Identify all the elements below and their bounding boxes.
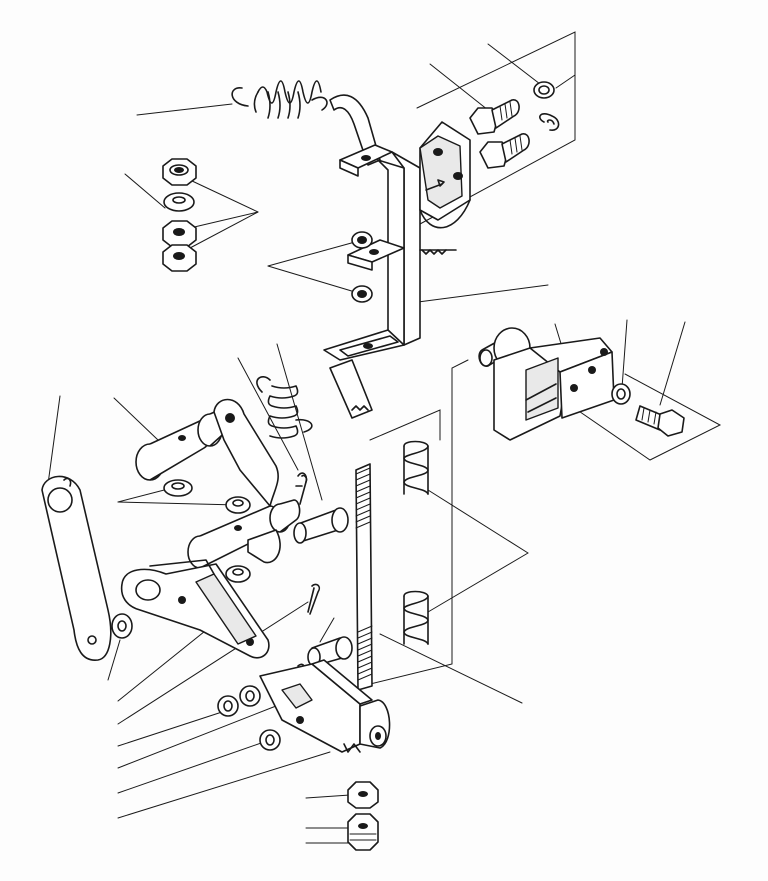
leader-line: [117, 751, 331, 819]
bottom-washers: [217, 685, 281, 751]
washer: [225, 496, 251, 514]
leader-line: [379, 633, 523, 704]
threaded-rod: [355, 463, 373, 691]
stepped-pins: [135, 405, 301, 569]
leader-line: [189, 179, 259, 213]
washer: [111, 613, 133, 639]
pad-washer: [351, 231, 373, 249]
washer: [163, 479, 193, 497]
right-bolt-and-washer: [611, 383, 685, 437]
leader-line: [237, 357, 299, 471]
hex-nut: [162, 220, 197, 248]
hex-nut-stack-upper: [162, 158, 197, 272]
pin-washers: [163, 479, 251, 583]
leader-line: [427, 489, 529, 554]
leader-line: [189, 211, 259, 229]
compression-spring: [403, 440, 429, 495]
leader-line: [117, 741, 265, 794]
cotter-pin: [307, 583, 321, 615]
lock-nut: [347, 813, 379, 851]
leader-line: [107, 639, 121, 681]
leader-line: [429, 63, 489, 111]
leader-line: [47, 395, 61, 485]
cotter-pin: [295, 472, 308, 505]
triangular-link: [120, 559, 270, 659]
leader-line: [659, 321, 686, 406]
pin-bracket: [213, 398, 281, 564]
pad-washers: [351, 231, 373, 303]
clevis-pin: [293, 507, 349, 544]
left-link-plate: [41, 475, 112, 661]
stepped-pin-upper: [135, 405, 236, 481]
leader-line: [117, 705, 277, 769]
stepped-pin-lower: [187, 499, 301, 569]
leader-line: [267, 265, 356, 293]
leader-line: [113, 397, 159, 441]
top-extension-spring: [231, 80, 328, 119]
small-clevis-pins: [293, 507, 353, 667]
leader-line: [117, 601, 309, 725]
hex-bolt-pair: [469, 99, 530, 169]
hex-bolt: [469, 99, 520, 135]
hex-bolt: [479, 133, 530, 169]
leader-line: [267, 241, 356, 267]
washer: [239, 685, 261, 707]
leader-line: [276, 343, 323, 501]
hex-bolt: [635, 405, 685, 437]
leader-lines: [47, 43, 686, 844]
main-bracket: [323, 94, 421, 419]
washer: [163, 192, 195, 212]
leader-line: [305, 794, 351, 799]
leader-line: [117, 711, 223, 747]
lock-washers-upper-right: [533, 81, 560, 131]
hex-nut: [347, 781, 379, 809]
pivot-plate: [419, 121, 471, 255]
leader-line: [427, 552, 529, 613]
leader-line: [417, 284, 549, 303]
right-lever-assembly: [478, 327, 615, 441]
leader-line: [117, 501, 239, 506]
leader-line: [189, 211, 259, 249]
washer: [259, 729, 281, 751]
leader-line: [487, 43, 541, 85]
hex-nut: [162, 158, 197, 186]
clevis-pin: [307, 636, 353, 667]
center-spring: [256, 376, 313, 439]
leader-line: [621, 319, 628, 389]
leader-line: [136, 103, 233, 116]
lock-washer: [533, 81, 555, 99]
compression-springs: [403, 440, 429, 645]
washer: [217, 695, 239, 717]
washer: [225, 565, 251, 583]
washer: [611, 383, 631, 405]
bottom-nut-stack: [347, 781, 379, 851]
bottom-clevis-block: [259, 659, 391, 753]
leader-line: [117, 487, 173, 503]
compression-spring: [403, 590, 429, 645]
leader-line: [319, 617, 335, 643]
lock-washer: [539, 113, 560, 131]
leader-line: [124, 173, 166, 209]
hex-nut: [162, 244, 197, 272]
pad-washer: [351, 285, 373, 303]
assembly-guide-lines: [361, 31, 722, 687]
